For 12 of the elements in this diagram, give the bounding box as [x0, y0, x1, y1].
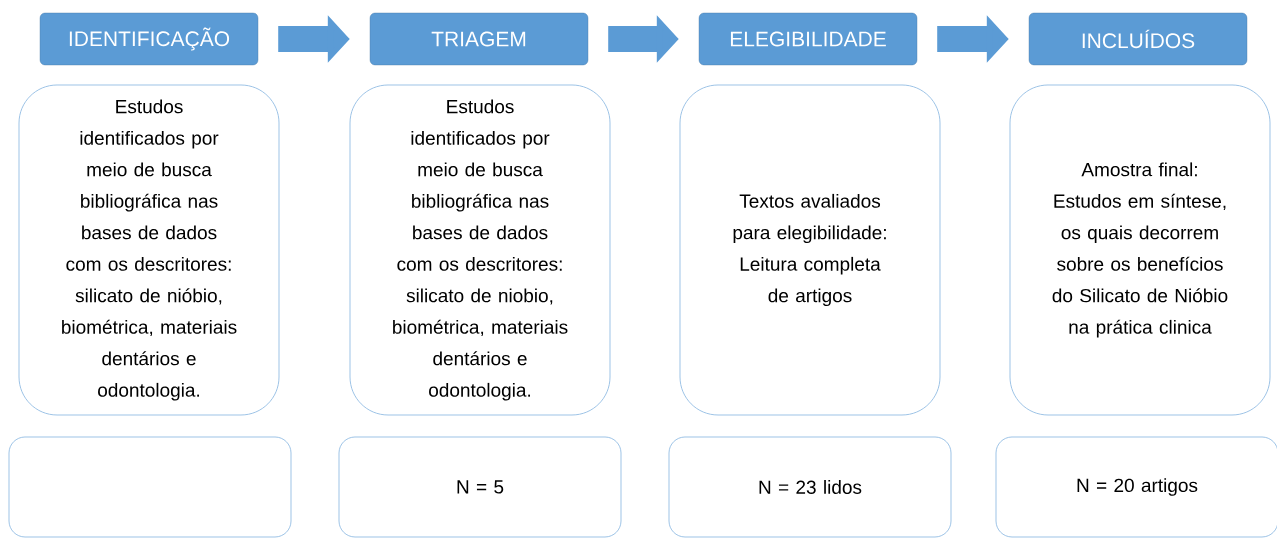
stage-header: ELEGIBILIDADE: [698, 12, 918, 66]
description-box: Amostra final: Estudos em síntese, os quais decorrem sobre os benefícios do Silicato de Nióbio na prática clinica: [1009, 84, 1271, 416]
count-box: [8, 436, 292, 538]
stage-header: TRIAGEM: [369, 12, 589, 66]
count-box: N = 5: [338, 436, 622, 538]
description-box: Estudos identificados por meio de busca bibliográfica nas bases de dados com os descritores: silicato de niobio, biométrica, materiais dentários e odontologia.: [349, 84, 611, 416]
stage-header: IDENTIFICAÇÃO: [39, 12, 259, 66]
count-box: N = 20 artigos: [995, 436, 1277, 538]
stage-header: INCLUÍDOS: [1028, 12, 1248, 66]
count-box: N = 23 lidos: [668, 436, 952, 538]
description-box: Estudos identificados por meio de busca bibliográfica nas bases de dados com os descritores: silicato de nióbio, biométrica, materiais dentários e odontologia.: [18, 84, 280, 416]
description-box: Textos avaliados para elegibilidade: Leitura completa de artigos: [679, 84, 941, 416]
